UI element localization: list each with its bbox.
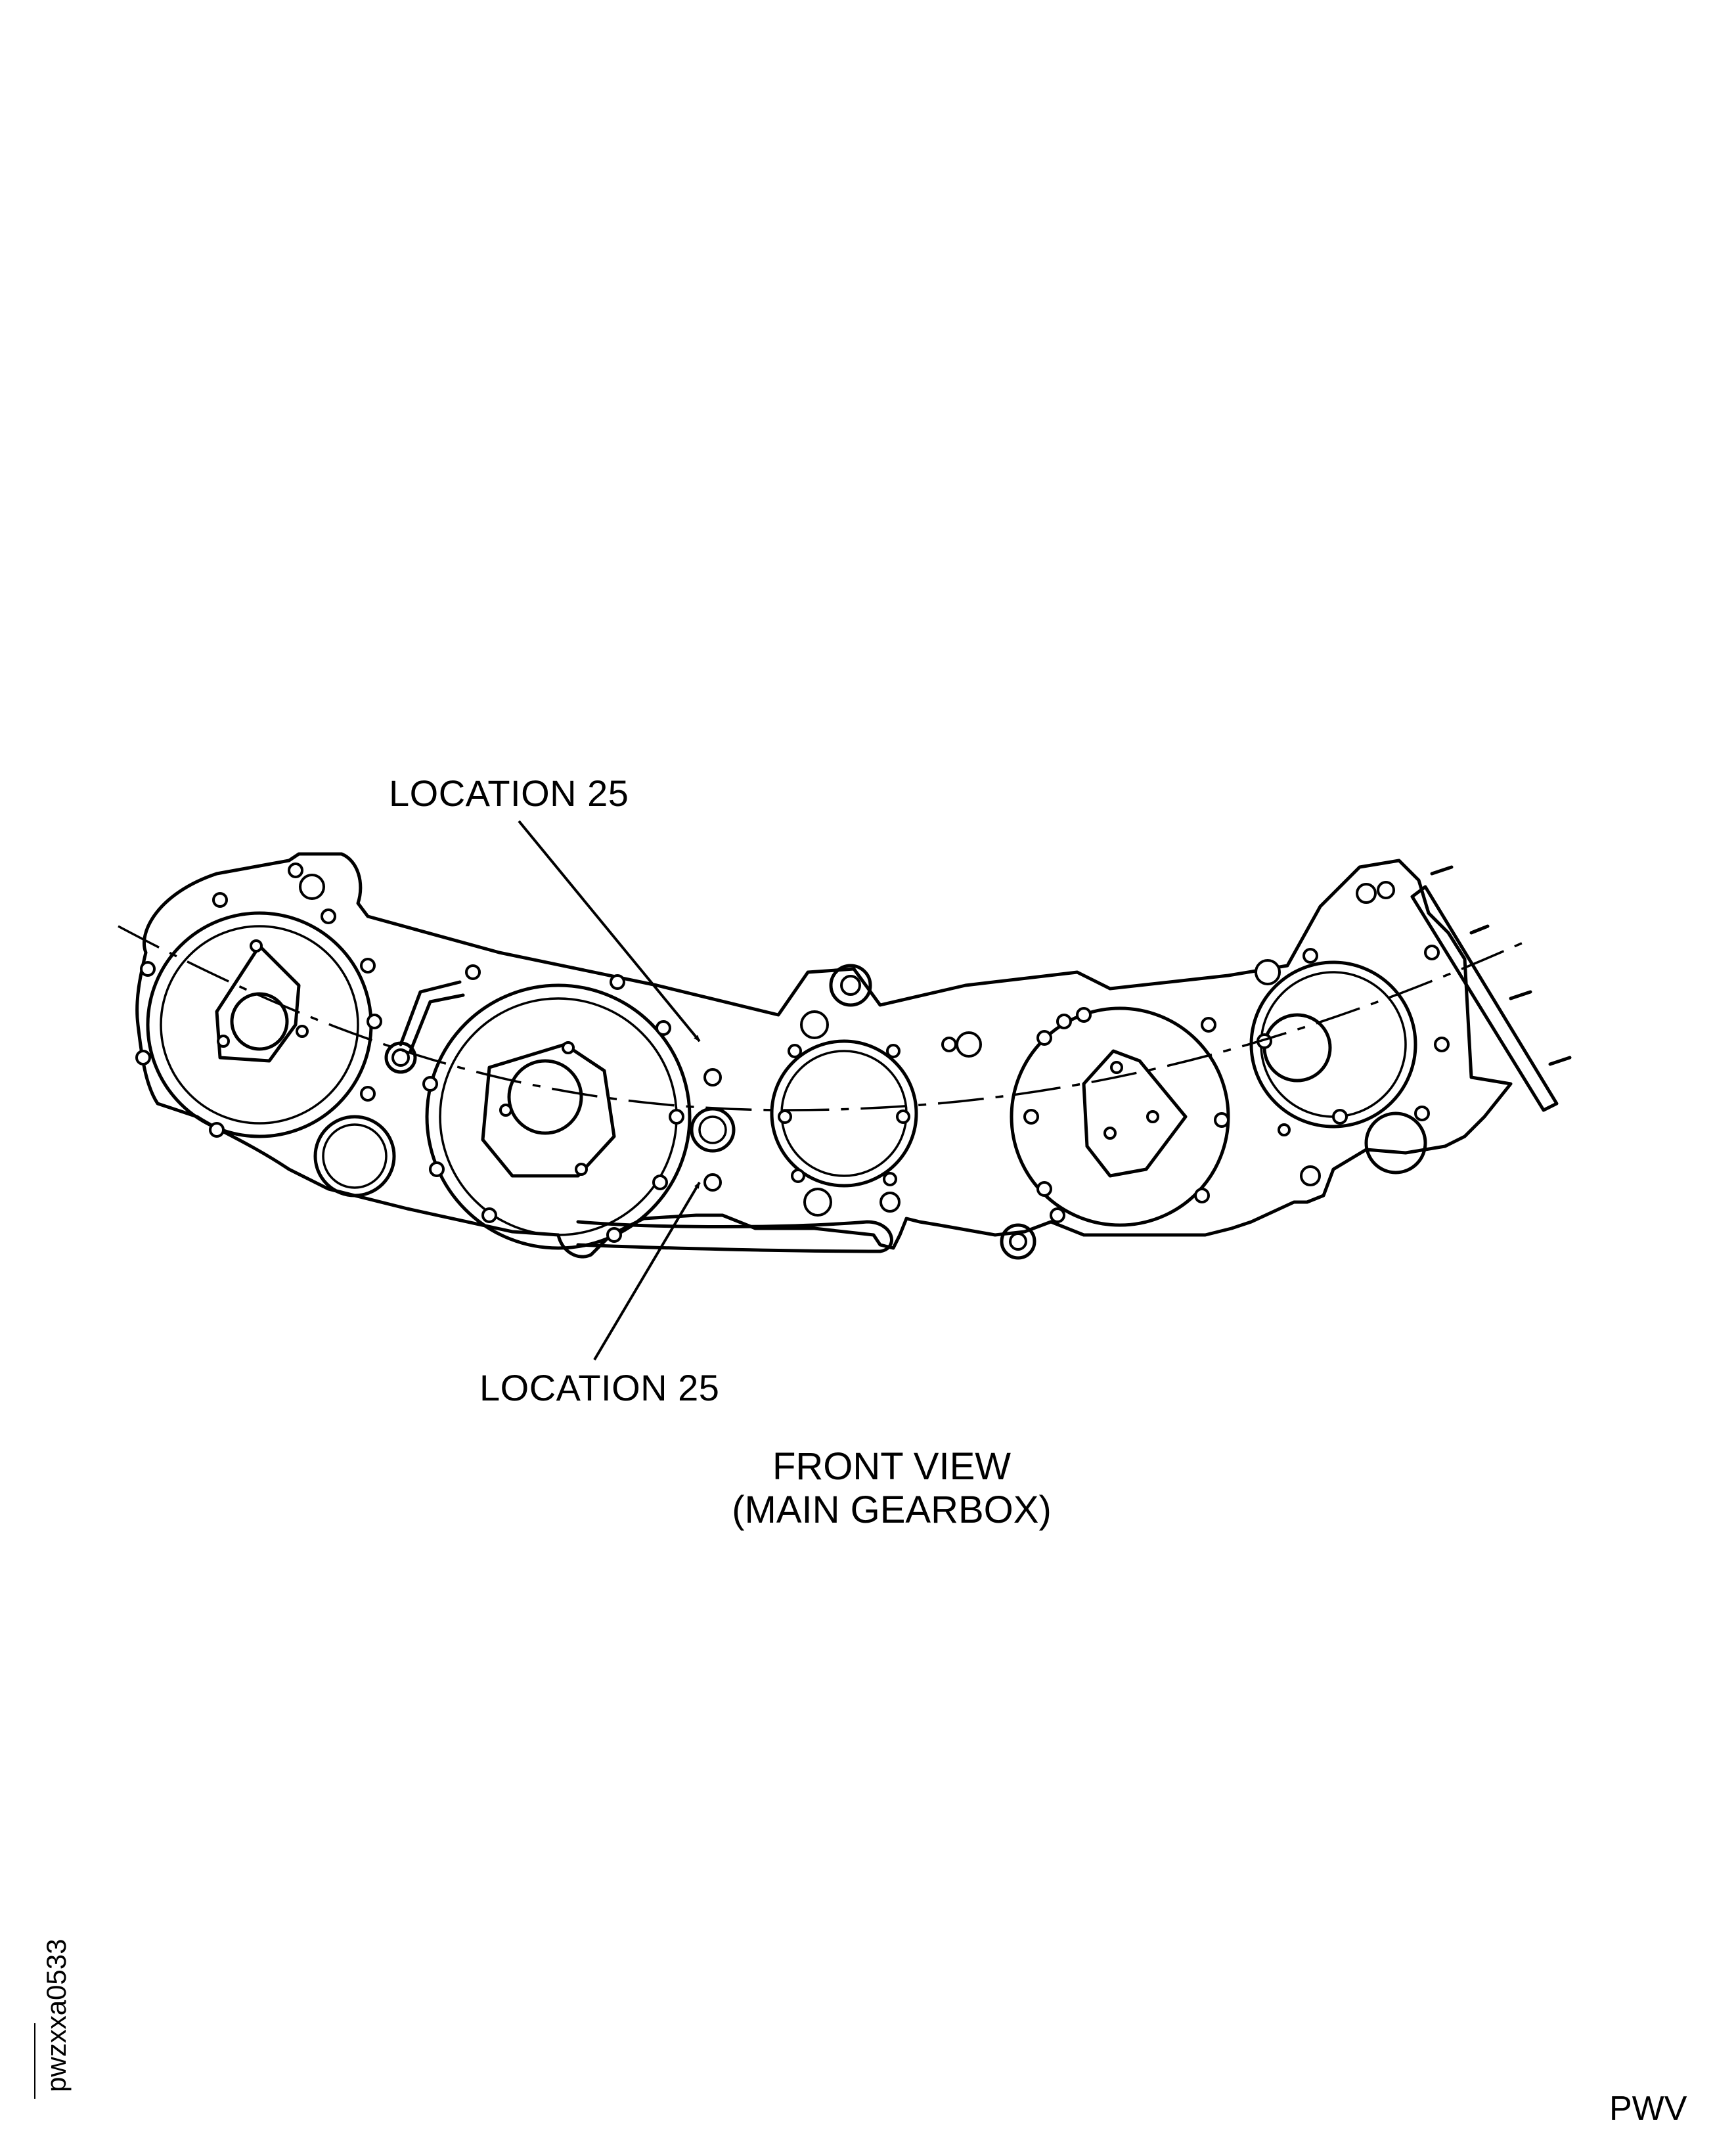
rail-stud-4 [1548,1056,1572,1066]
figure-id-rule [34,2023,35,2099]
left-tube [399,980,465,1053]
pad-2-bore [507,1059,583,1135]
lower-location-leader [593,1181,701,1361]
pad-2-flange [425,983,692,1250]
boss-right-lower [1364,1111,1427,1175]
mounting-rail [1410,885,1559,1112]
rail-stud-2 [1469,924,1490,935]
pad-3-inner [780,1050,908,1177]
rail-stud-1 [1430,865,1454,876]
view-caption: FRONT VIEW (MAIN GEARBOX) [657,1445,1126,1532]
view-caption-line-2: (MAIN GEARBOX) [732,1489,1052,1531]
corner-mark: PWV [1609,2090,1687,2128]
pad-5-flange [1249,960,1417,1129]
boss-bottom-lug [1000,1223,1036,1260]
pad-2-inner [439,997,678,1236]
boss-top-center [829,964,872,1007]
view-caption-line-1: FRONT VIEW [772,1445,1012,1488]
rail-stud-3 [1509,990,1532,1000]
boss-center-inner [698,1115,727,1144]
lower-location-label: LOCATION 25 [479,1367,720,1408]
figure-id: pwzxxa0533 [41,1938,72,2092]
boss-left-lower [313,1115,396,1198]
bottom-tube [576,1220,893,1253]
boss-center [690,1107,736,1153]
upper-location-label: LOCATION 25 [389,773,629,814]
pad-4-drive [1082,1049,1188,1178]
boss-left-lower-inner [322,1123,388,1189]
pad-3-flange [770,1039,918,1188]
shaft-centerline [118,925,1531,1111]
pad-5-inner [1260,971,1407,1118]
pad-1-inner [160,925,359,1125]
pad-1-bore [230,992,289,1051]
bolt-holes [135,862,1450,1251]
upper-location-leader [518,820,701,1042]
pad-5-bore [1262,1013,1332,1083]
pad-1-drive [215,944,301,1063]
gearbox-housing-outline [135,852,1513,1259]
